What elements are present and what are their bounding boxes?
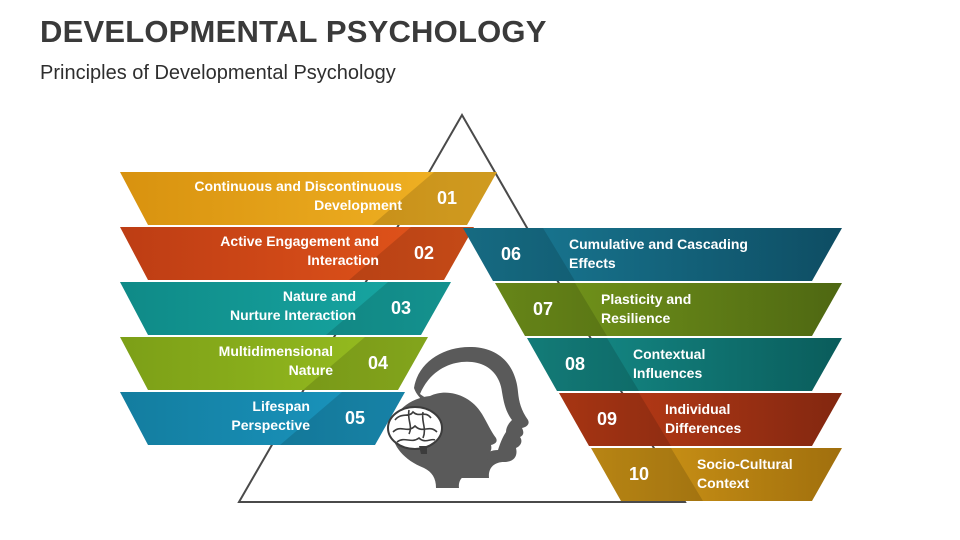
item-label-line2: Effects <box>569 255 616 271</box>
item-number: 05 <box>345 408 365 428</box>
number-block <box>303 337 428 390</box>
page-title: DEVELOPMENTAL PSYCHOLOGY <box>40 14 547 49</box>
band-shape <box>527 338 842 391</box>
band-shape <box>120 392 405 445</box>
item-label-line1: Cumulative and Cascading <box>569 236 748 252</box>
item-label-line1: Lifespan <box>252 398 310 414</box>
item-number: 04 <box>368 353 388 373</box>
item-label-line1: Nature and <box>283 288 356 304</box>
item-label-line1: Continuous and Discontinuous <box>194 178 402 194</box>
band-shape <box>591 448 842 501</box>
item-number: 06 <box>501 244 521 264</box>
item-number: 01 <box>437 188 457 208</box>
item-label-line2: Resilience <box>601 310 670 326</box>
item-label-line1: Active Engagement and <box>220 233 379 249</box>
item-label-line2: Differences <box>665 420 741 436</box>
item-label-line1: Individual <box>665 401 730 417</box>
band-shape <box>120 172 497 225</box>
item-label-line2: Development <box>314 197 402 213</box>
item-number: 09 <box>597 409 617 429</box>
item-number: 03 <box>391 298 411 318</box>
item-label-line1: Socio-Cultural <box>697 456 793 472</box>
left-bands: 01 Continuous and DiscontinuousDevelopmen… <box>120 172 497 445</box>
item-number: 07 <box>533 299 553 319</box>
number-block <box>463 228 575 281</box>
item-number: 08 <box>565 354 585 374</box>
band-shape <box>120 282 451 335</box>
left-item-01: 01 Continuous and DiscontinuousDevelopmen… <box>120 172 497 225</box>
item-label-line1: Plasticity and <box>601 291 691 307</box>
number-block <box>527 338 639 391</box>
band-shape <box>559 393 842 446</box>
number-block <box>591 448 703 501</box>
item-label-line2: Context <box>697 475 749 491</box>
band-shape <box>120 337 428 390</box>
item-label-line2: Nature <box>289 362 334 378</box>
item-label-line2: Interaction <box>307 252 379 268</box>
page-subtitle: Principles of Developmental Psychology <box>40 62 396 84</box>
item-label-line2: Influences <box>633 365 702 381</box>
item-label-line1: Multidimensional <box>219 343 333 359</box>
item-number: 02 <box>414 243 434 263</box>
band-shape <box>463 228 842 281</box>
brain-icon <box>387 406 443 454</box>
number-block <box>495 283 607 336</box>
item-label-line2: Perspective <box>231 417 310 433</box>
item-number: 10 <box>629 464 649 484</box>
head-silhouettes-brain-icon <box>387 346 529 488</box>
number-block <box>559 393 671 446</box>
item-label-line2: Nurture Interaction <box>230 307 356 323</box>
number-block <box>280 392 405 445</box>
number-block <box>349 227 474 280</box>
band-shape <box>120 227 474 280</box>
number-block <box>326 282 451 335</box>
number-block <box>372 172 497 225</box>
band-shape <box>495 283 842 336</box>
item-label-line1: Contextual <box>633 346 705 362</box>
